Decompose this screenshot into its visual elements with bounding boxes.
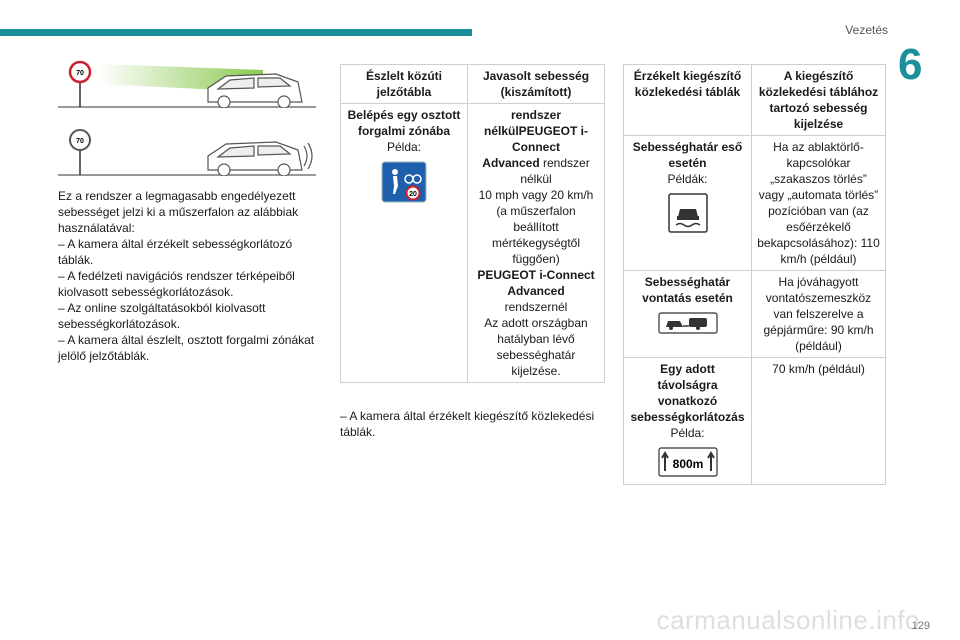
table-row: Belépés egy osztott forgalmi zónába Péld… [340,103,605,383]
header-accent-bar [0,29,472,36]
paragraph: Ez a rendszer a legmagasabb engedélyezet… [58,189,299,235]
table-cell: Ha jóváhagyott vontatószemeszköz van fel… [751,270,886,358]
table-cell: Belépés egy osztott forgalmi zónába Péld… [340,103,468,383]
list-item: – A fedélzeti navigációs rendszer térkép… [58,269,295,299]
table-header: Észlelt közúti jelzőtábla [340,64,468,104]
sign-speed: 20 [409,191,417,198]
note-text: – A kamera által érzékelt kiegészítő köz… [340,409,595,439]
wet-road-sign-icon [667,193,708,233]
car-icon [207,73,303,108]
table-row: Egy adott távolságra vonatkozó sebességk… [623,357,886,485]
table-cell: rendszer nélkülPEUGEOT i-Connect Advance… [467,103,605,383]
table-row: Sebességhatár eső esetén Példák: Ha az a… [623,135,886,271]
sign-distance: 800m [672,457,703,471]
watermark: carmanualsonline.info [656,605,920,635]
row-title: Sebességhatár eső esetén [632,140,743,170]
cell-text: 10 mph vagy 20 km/h (a műszerfalon beáll… [478,188,594,266]
illustration-navigation: 70 [58,126,316,176]
example-label: Példa: [670,426,705,440]
illustration-camera-detection: 70 [58,58,316,108]
distance-sign-icon: 800m [657,447,718,477]
shared-zone-sign-icon: 20 [381,161,427,203]
sign-value: 70 [76,138,84,145]
table-row: Sebességhatár vontatás esetén Ha jóváhag… [623,270,886,358]
towing-sign-icon [657,312,718,334]
example-label: Példák: [667,172,708,186]
supplementary-signs-table: Érzékelt kiegészítő közlekedési táblák A… [623,64,886,485]
table-cell: Egy adott távolságra vonatkozó sebességk… [623,357,752,485]
list-item: – A kamera által észlelt, osztott forgal… [58,333,315,363]
speed-sign-icon [69,129,91,151]
car-icon [207,141,313,176]
row-title: Belépés egy osztott forgalmi zónába [347,108,461,138]
table-header: Javasolt sebesség (kiszámított) [467,64,605,104]
cell-text: Advanced [482,156,540,170]
shared-zone-table: Észlelt közúti jelzőtábla Javasolt sebes… [340,64,605,383]
cell-text: rendszer nélkül [520,156,590,186]
sign-value: 70 [76,70,84,77]
cell-text: Az adott országban hatályban lévő sebess… [484,316,588,378]
speed-sign-icon [68,60,92,84]
table-cell: Sebességhatár vontatás esetén [623,270,752,358]
cell-text: PEUGEOT i-Connect Advanced [477,268,595,298]
chapter-number: 6 [898,40,923,89]
table-header: A kiegészítő közlekedési táblához tartoz… [751,64,886,136]
list-item: – Az online szolgáltatásokból kiolvasott… [58,301,266,331]
table-header: Érzékelt kiegészítő közlekedési táblák [623,64,752,136]
table-cell: Ha az ablaktörlő-kapcsolókar „szakaszos … [751,135,886,271]
section-title: Vezetés [845,23,888,37]
row-title: Egy adott távolságra vonatkozó sebességk… [630,362,745,424]
cell-text: rendszer nélkülPEUGEOT i-Connect [483,108,588,154]
page-number: 129 [911,620,930,632]
table-cell: 70 km/h (például) [751,357,886,485]
row-title: Sebességhatár vontatás esetén [642,275,733,305]
list-item: – A kamera által érzékelt sebességkorlát… [58,237,293,267]
left-body-text: Ez a rendszer a legmagasabb engedélyezet… [58,188,326,364]
cell-text: rendszernél [504,300,568,314]
table-cell: Sebességhatár eső esetén Példák: [623,135,752,271]
example-label: Példa: [386,140,422,154]
